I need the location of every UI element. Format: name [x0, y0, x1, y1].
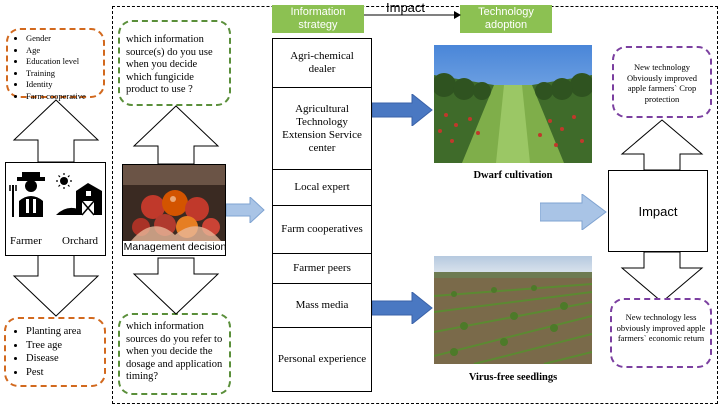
technology-adoption-tag: Technology adoption [460, 5, 552, 33]
farmer-attributes-list: Gender Age Education level Training Iden… [12, 33, 101, 102]
impact-note-top-box: New technology Obviously improved apple … [612, 46, 712, 118]
list-item: Tree age [26, 339, 102, 353]
strategy-cell: Local expert [273, 170, 371, 206]
list-item: Pest [26, 366, 102, 380]
orchard-attributes-list: Planting area Tree age Disease Pest [12, 325, 102, 379]
information-strategy-column: Agri-chemical dealer Agricultural Techno… [272, 38, 372, 392]
technology-adoption-label: Technology adoption [478, 6, 534, 31]
apples-photo [123, 165, 225, 241]
information-strategy-tag: Information strategy [272, 5, 364, 33]
strategy-label: Personal experience [277, 353, 367, 365]
question-top-text: which information source(s) do you use w… [126, 34, 213, 95]
impact-header-label: Impact [386, 0, 426, 15]
list-item: Farm cooperative [26, 91, 101, 103]
impact-note-bottom-text: New technology less obviously improved a… [616, 312, 706, 343]
farmer-attributes-box: Gender Age Education level Training Iden… [6, 28, 105, 101]
impact-note-bottom-box: New technology less obviously improved a… [610, 298, 712, 368]
dwarf-cultivation-photo [434, 45, 592, 163]
list-item: Education level [26, 56, 101, 68]
strategy-label: Mass media [295, 299, 349, 311]
strategy-label: Local expert [294, 181, 350, 193]
impact-header-arrow [364, 11, 461, 19]
decision-to-strategy-arrow [226, 197, 265, 223]
farmer-orchard-box: Farmer Orchard [5, 162, 106, 256]
management-decision-label: Management decision [123, 241, 226, 253]
orchard-attributes-box: Planting area Tree age Disease Pest [4, 317, 106, 387]
strategy-label: Farm cooperatives [281, 223, 363, 235]
strategy-to-seedlings-arrow [372, 292, 433, 324]
strategy-to-dwarf-arrow [372, 94, 433, 126]
technology-to-impact-arrow [540, 194, 607, 230]
orchard-label: Orchard [62, 235, 99, 247]
question-bottom-text: which information sources do you refer t… [126, 321, 223, 382]
strategy-cell: Agricultural Technology Extension Servic… [273, 88, 371, 170]
strategy-label: Agricultural Technology Extension Servic… [282, 102, 362, 154]
list-item: Age [26, 45, 101, 57]
management-decision-box: Management decision [122, 164, 226, 256]
list-item: Training [26, 68, 101, 80]
impact-label: Impact [638, 203, 678, 219]
main-dashed-frame [112, 6, 718, 404]
strategy-cell: Mass media [273, 284, 371, 328]
strategy-label: Farmer peers [293, 262, 351, 274]
strategy-cell: Agri-chemical dealer [273, 39, 371, 88]
strategy-cell: Personal experience [273, 328, 371, 391]
impact-note-top-text: New technology Obviously improved apple … [626, 62, 698, 104]
strategy-cell: Farm cooperatives [273, 206, 371, 254]
list-item: Disease [26, 352, 102, 366]
question-bottom-box: which information sources do you refer t… [118, 313, 231, 395]
list-item: Identity [26, 79, 101, 91]
question-top-box: which information source(s) do you use w… [118, 20, 231, 106]
farmer-icon [9, 172, 45, 217]
virus-free-seedlings-photo [434, 256, 592, 364]
strategy-label: Agri-chemical dealer [290, 50, 354, 75]
impact-box: Impact [608, 170, 708, 252]
information-strategy-label: Information strategy [290, 6, 346, 31]
list-item: Gender [26, 33, 101, 45]
barn-icon [56, 173, 102, 216]
farmer-label: Farmer [10, 235, 42, 247]
dwarf-cultivation-caption: Dwarf cultivation [473, 170, 553, 181]
strategy-cell: Farmer peers [273, 254, 371, 284]
list-item: Planting area [26, 325, 102, 339]
virus-free-seedlings-caption: Virus-free seedlings [468, 372, 558, 383]
